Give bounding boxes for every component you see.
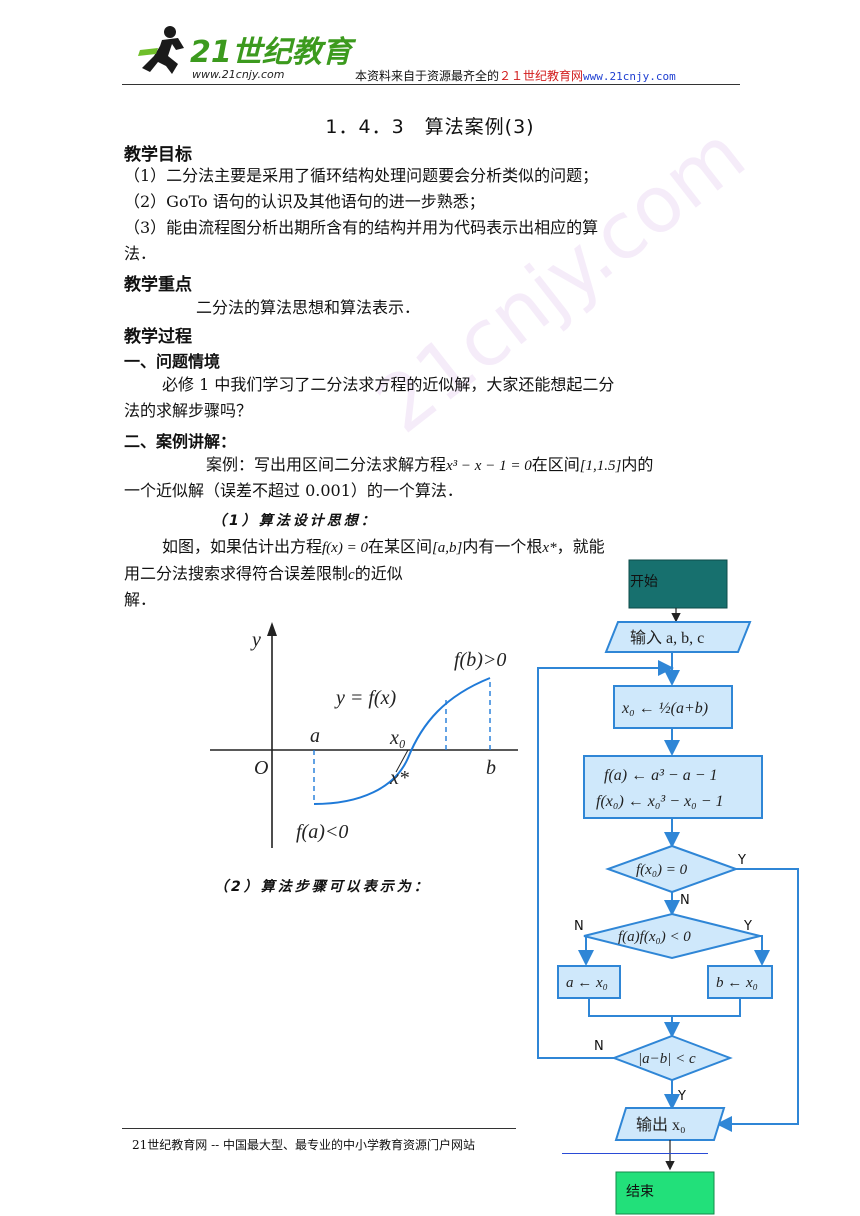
footer-rule <box>122 1128 516 1129</box>
a-label: a <box>310 725 320 747</box>
end-label: 结束 <box>626 1184 654 1200</box>
focus-heading: 教学重点 <box>124 275 192 295</box>
function-curve <box>313 677 491 805</box>
page-title: 1．4．3 算法案例(3) <box>325 116 535 138</box>
output-box <box>614 1107 726 1141</box>
evaluate-fa: f(a) ← a³ − a − 1 <box>604 767 718 784</box>
goals-heading: 教学目标 <box>124 145 192 165</box>
assign-a-box <box>557 965 621 999</box>
assign-a-label: a ← x₀ <box>566 975 608 991</box>
curve-label: y = f(x) <box>334 687 396 709</box>
x0-label: x₀ <box>389 727 406 749</box>
section-1-text-cont: 法的求解步骤吗？ <box>124 401 253 420</box>
section-1-text: 必修 1 中我们学习了二分法求方程的近似解，大家还能想起二分 <box>162 375 615 394</box>
subheading-design: （1）算法设计思想： <box>212 513 378 529</box>
header-rule <box>122 84 740 85</box>
fb-label: f(b)>0 <box>454 649 506 671</box>
goal-3: （3）能由流程图分析出期所含有的结构并用为代码表示出相应的算 <box>124 218 599 237</box>
start-label: 开始 <box>630 574 658 590</box>
output-label: 输出 x₀ <box>636 1116 686 1134</box>
evaluate-fx0: f(x₀) ← x₀³ − x₀ − 1 <box>596 793 723 810</box>
root-check-label: f(x₀) = 0 <box>636 862 688 878</box>
focus-text: 二分法的算法思想和算法表示． <box>196 298 421 317</box>
midpoint-label: x₀ ← ½(a+b) <box>621 700 708 717</box>
y-axis-arrow <box>267 622 277 636</box>
case-statement-cont: 一个近似解（误差不超过 0.001）的一个算法． <box>124 481 463 500</box>
sign-check-diamond <box>583 912 761 960</box>
goal-1: （1）二分法主要是采用了循环结构处理问题要会分析类似的问题； <box>124 166 599 185</box>
design-paragraph-end: 解． <box>124 590 157 609</box>
cond3-yes: Y <box>677 1089 686 1104</box>
design-paragraph: 如图，如果估计出方程f(x) = 0在某区间[a,b]内有一个根x*，就能 <box>162 537 605 556</box>
end-box <box>615 1171 715 1215</box>
cond3-no: N <box>594 1039 604 1054</box>
header-site-name: ２１世纪教育网 <box>499 69 584 83</box>
sign-check-label: f(a)f(x₀) < 0 <box>618 929 691 945</box>
process-heading: 教学过程 <box>124 327 192 347</box>
section-2-heading: 二、案例讲解： <box>124 432 237 451</box>
design-paragraph-cont: 用二分法搜索求得符合误差限制c的近似 <box>124 564 403 583</box>
goal-2: （2）GoTo 语句的认识及其他语句的进一步熟悉； <box>124 192 485 211</box>
case-equation: x³ − x − 1 = 0 <box>446 458 532 474</box>
header-url[interactable]: www.21cnjy.com <box>583 70 676 83</box>
goal-3-cont: 法． <box>124 244 157 263</box>
bisection-graph: y O a x₀ b x* y = f(x) f(b)>0 f(a)<0 <box>210 622 518 848</box>
xstar-label: x* <box>389 767 409 789</box>
y-label: y <box>250 629 261 651</box>
case-statement: 案例：写出用区间二分法求解方程x³ − x − 1 = 0在区间[1,1.5]内… <box>206 455 654 474</box>
assign-b-box <box>707 965 773 999</box>
case-interval: [1,1.5] <box>579 458 622 474</box>
subheading-steps: （2）算法步骤可以表示为： <box>214 879 431 895</box>
cond2-yes: Y <box>743 919 752 934</box>
runner-icon <box>138 26 184 74</box>
assign-b-label: b ← x₀ <box>716 975 758 991</box>
xstar-pointer <box>395 749 409 773</box>
start-box <box>628 559 728 609</box>
b-label: b <box>486 757 496 779</box>
input-label: 输入 a, b, c <box>630 629 704 647</box>
footer-text: 21世纪教育网 -- 中国最大型、最专业的中小学教育资源门户网站 <box>132 1138 476 1152</box>
watermark: 21cnjy.com <box>360 109 762 451</box>
section-1-heading: 一、问题情境 <box>124 352 221 371</box>
origin-label: O <box>254 757 268 779</box>
input-box <box>604 621 752 653</box>
precision-check-label: |a−b| < c <box>638 1051 696 1067</box>
flowchart: 开始 输入 a, b, c x₀ ← ½(a+b) f(a) ← a³ − a … <box>537 559 799 1215</box>
header-note: 本资料来自于资源最齐全的２１世纪教育网www.21cnjy.com <box>355 69 676 83</box>
cond1-yes: Y <box>737 853 746 868</box>
footer-link-underline <box>562 1153 708 1154</box>
logo-text: 21世纪教育 <box>190 35 357 70</box>
evaluate-box <box>583 755 763 819</box>
logo-url: www.21cnjy.com <box>192 68 285 81</box>
cond1-no: N <box>680 893 690 908</box>
fa-label: f(a)<0 <box>296 821 348 843</box>
site-logo: 21世纪教育 www.21cnjy.com <box>132 22 357 84</box>
cond2-no: N <box>574 919 584 934</box>
